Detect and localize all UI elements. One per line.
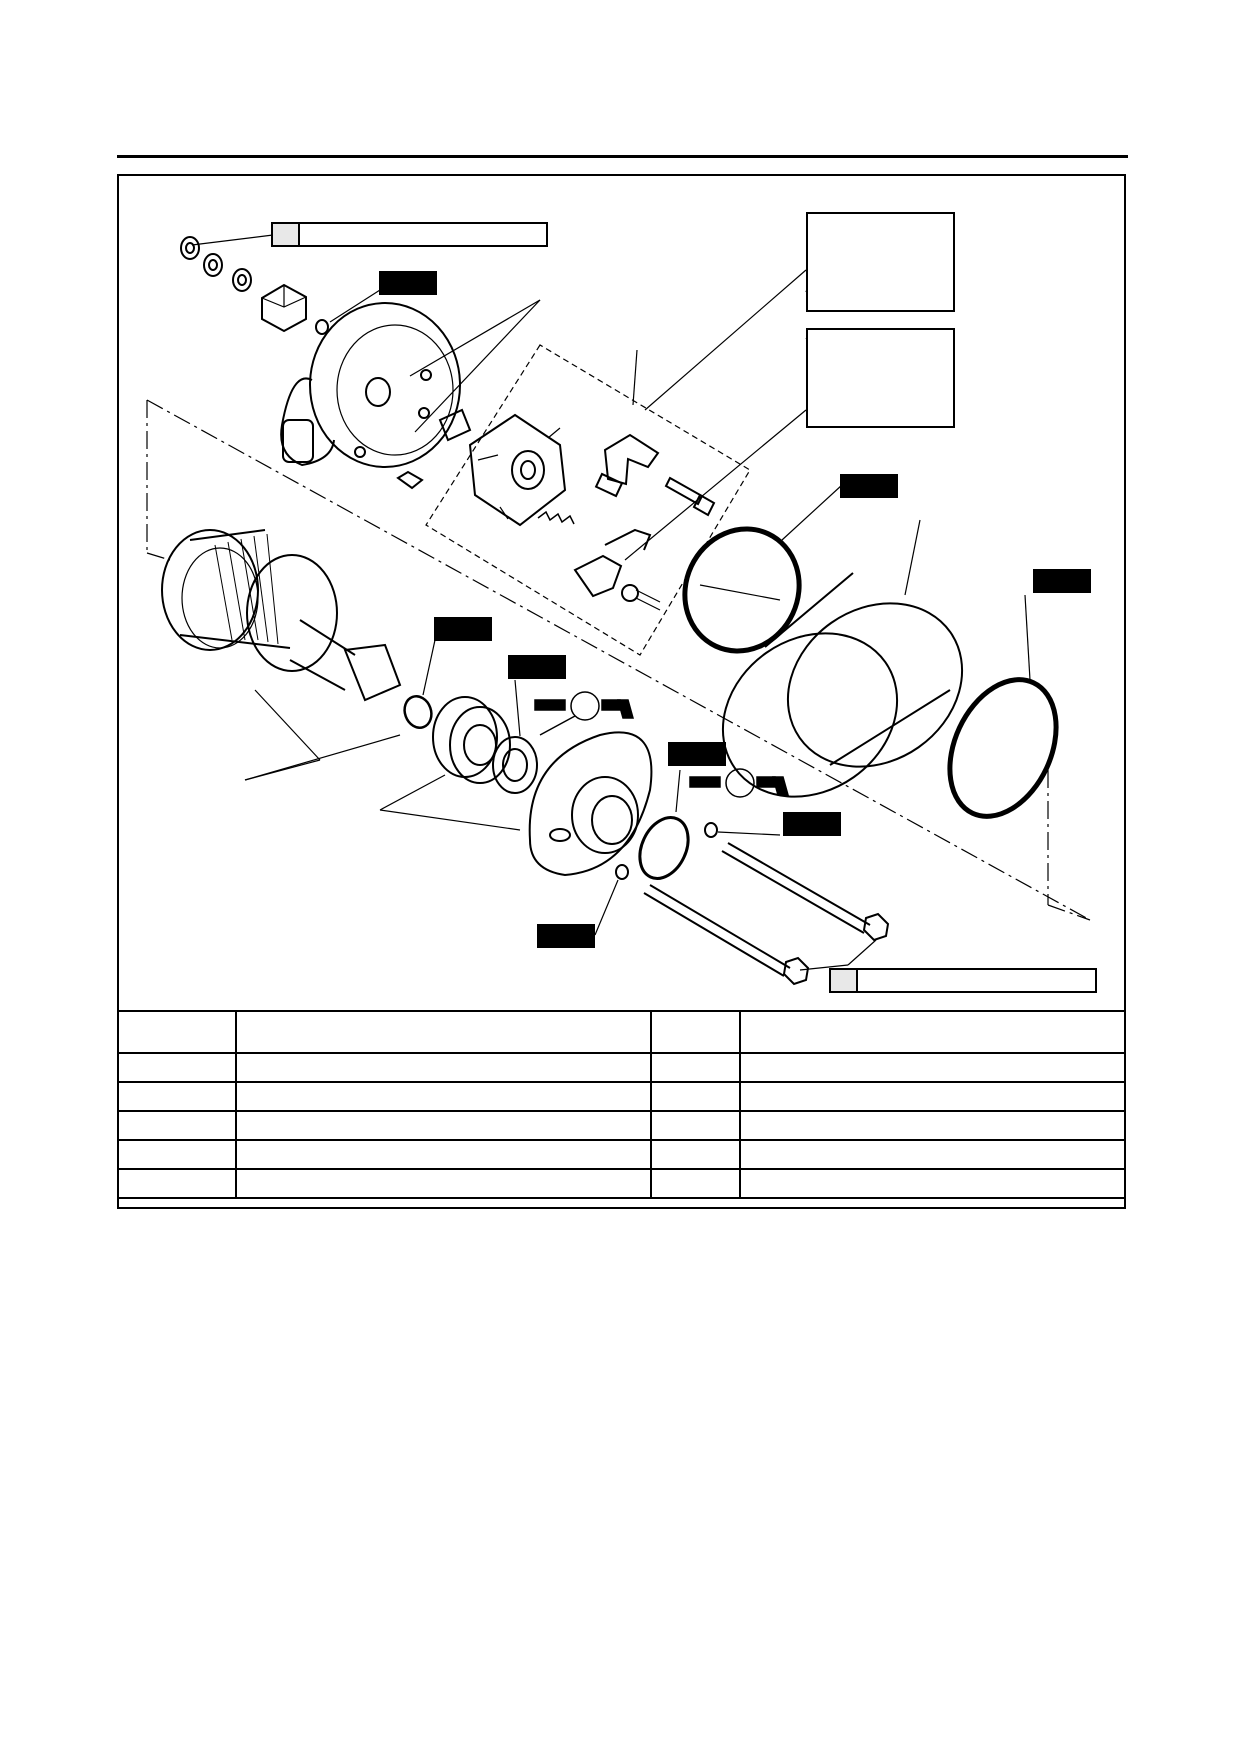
table-row	[117, 1110, 1126, 1141]
table-cell	[739, 1052, 1126, 1083]
callout-tag	[1033, 569, 1091, 593]
table-cell	[117, 1168, 237, 1199]
table-header-row	[117, 1010, 1126, 1054]
brush-holder	[468, 413, 567, 527]
table-cell	[235, 1052, 652, 1083]
yoke	[721, 519, 964, 798]
grease-icon	[534, 691, 634, 736]
callout-tag	[434, 617, 492, 641]
table-cell	[739, 1081, 1126, 1112]
table-cell	[235, 1081, 652, 1112]
brush-inset-bottom	[806, 328, 955, 428]
washer-icon	[203, 253, 252, 292]
table-header-cell	[117, 1010, 237, 1054]
table-header-cell	[235, 1010, 652, 1054]
table-cell	[739, 1168, 1126, 1199]
table-cell	[117, 1110, 237, 1141]
table-cell	[650, 1052, 741, 1083]
callout-tag	[379, 271, 437, 295]
table-cell	[235, 1139, 652, 1170]
table-row	[117, 1168, 1126, 1199]
table-cell	[739, 1139, 1126, 1170]
torque-spec-top	[271, 222, 548, 247]
table-cell	[117, 1052, 237, 1083]
callout-tag	[668, 742, 726, 766]
brush-inset-top	[806, 212, 955, 312]
nut-icon	[180, 236, 200, 260]
table-row	[117, 1052, 1126, 1083]
table-cell	[650, 1139, 741, 1170]
table-cell	[739, 1110, 1126, 1141]
table-cell	[650, 1168, 741, 1199]
table-row	[117, 1081, 1126, 1112]
table-cell	[117, 1081, 237, 1112]
table-header-cell	[650, 1010, 741, 1054]
rear-cover	[280, 302, 461, 468]
front-cover	[528, 731, 653, 877]
torque-wrench-icon	[273, 224, 300, 245]
table-header-cell	[739, 1010, 1126, 1054]
grease-icon	[689, 768, 789, 798]
callout-tag	[537, 924, 595, 948]
table-cell	[650, 1110, 741, 1141]
parts-table	[117, 1010, 1126, 1199]
table-cell	[117, 1139, 237, 1170]
callout-tag	[508, 655, 566, 679]
armature	[161, 529, 402, 781]
callout-tag	[840, 474, 898, 498]
torque-spec-bottom	[829, 968, 1097, 993]
table-cell	[235, 1110, 652, 1141]
table-cell	[235, 1168, 652, 1199]
torque-wrench-icon	[831, 970, 858, 991]
table-row	[117, 1139, 1126, 1170]
bolt-icon	[643, 842, 890, 986]
table-cell	[650, 1081, 741, 1112]
header-rule	[117, 155, 1128, 158]
diagram-frame	[117, 174, 1126, 1209]
callout-tag	[783, 812, 841, 836]
